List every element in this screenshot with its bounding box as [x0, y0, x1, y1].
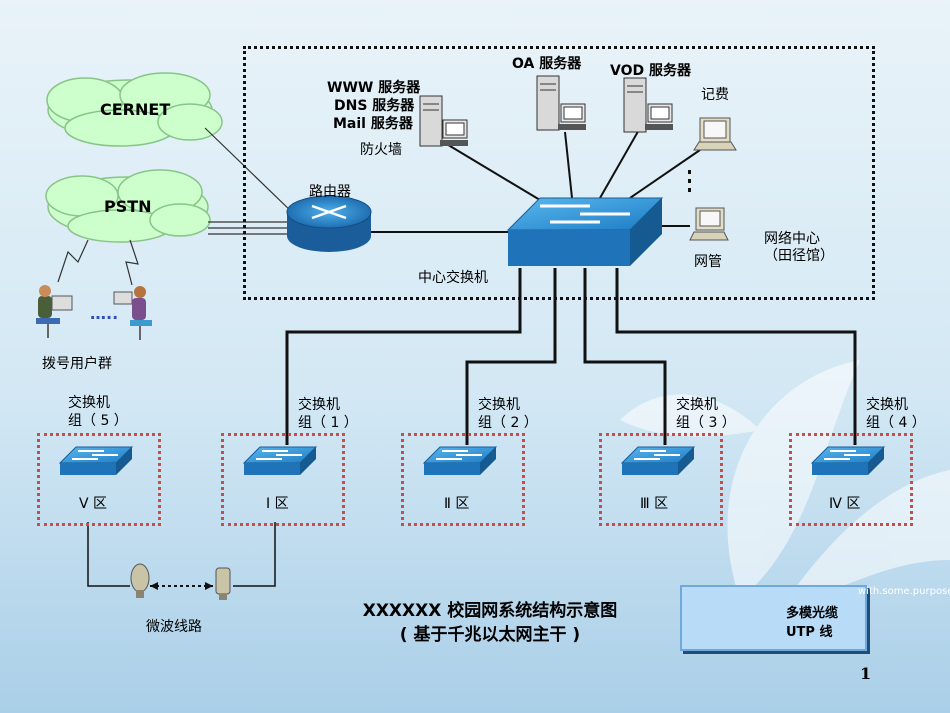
microwave-dish-right-icon [215, 567, 231, 600]
wan-links [57, 127, 296, 286]
zone-2-box [401, 433, 525, 526]
pstn-label: PSTN [104, 197, 152, 216]
decorative-petals [620, 360, 950, 610]
cernet-label: CERNET [100, 100, 171, 119]
vod-server-label: VOD 服务器 [610, 63, 691, 79]
zone-1-box [221, 433, 345, 526]
group-2-title-line1: 交换机 [478, 397, 520, 413]
network-center-label: 网络中心 [764, 231, 820, 247]
core-links [370, 127, 701, 233]
legend-box [680, 585, 867, 651]
zone-3-label: Ⅲ 区 [640, 496, 669, 512]
diagram-title: XXXXXX 校园网系统结构示意图 [362, 601, 618, 621]
billing-label: 记费 [701, 87, 729, 103]
zone-2-label: Ⅱ 区 [444, 496, 470, 512]
network-management-label: 网管 [694, 254, 722, 270]
watermark-text: with.some.purpose [858, 586, 950, 597]
microwave-links [87, 522, 276, 587]
cernet-cloud [46, 72, 223, 147]
access-switch-icon-zone-5 [58, 446, 134, 475]
mail-server-label: Mail 服务器 [333, 116, 413, 132]
group-2-title-line2: 组（ 2 ） [478, 415, 538, 431]
router-label: 路由器 [309, 184, 351, 200]
legend-utp-label: UTP 线 [786, 625, 833, 640]
access-switch-icon-zone-2 [422, 446, 498, 475]
page-number: 1 [860, 664, 872, 683]
router-icon [286, 195, 372, 252]
core-switch-label: 中心交换机 [418, 270, 488, 286]
firewall-label: 防火墙 [360, 142, 402, 158]
zone-4-box [789, 433, 913, 526]
pstn-cloud [45, 169, 211, 243]
dns-server-label: DNS 服务器 [334, 98, 415, 114]
group-1-title-line2: 组（ 1 ） [298, 415, 358, 431]
dialup-users-label: 拨号用户群 [42, 356, 112, 372]
fiber-trunks [285, 268, 857, 445]
group-5-title-line2: 组（ 5 ） [68, 413, 128, 429]
access-switch-icon-zone-3 [620, 446, 696, 475]
www-dns-mail-server-icon [419, 95, 468, 147]
zone-3-box [599, 433, 723, 526]
microwave-dish-left-icon [130, 563, 150, 598]
zone-5-box [37, 433, 161, 526]
dialup-users-icon [36, 285, 152, 340]
group-4-title-line2: 组（ 4 ） [866, 415, 926, 431]
vertical-ellipsis-icon [688, 170, 691, 192]
oa-server-icon [536, 75, 586, 131]
zone-1-label: Ⅰ 区 [266, 496, 289, 512]
core-switch-icon [506, 197, 664, 266]
group-4-title-line1: 交换机 [866, 397, 908, 413]
zone-5-label: Ⅴ 区 [79, 496, 108, 512]
arrow-left-icon [150, 582, 158, 590]
network-management-pc-icon [689, 207, 729, 241]
group-1-title-line1: 交换机 [298, 397, 340, 413]
arrow-right-icon [205, 582, 213, 590]
zone-4-label: Ⅳ 区 [829, 496, 861, 512]
network-center-location-label: （田径馆） [764, 248, 834, 264]
legend-fiber-label: 多模光缆 [786, 606, 839, 621]
group-3-title-line1: 交换机 [676, 397, 718, 413]
vod-server-icon [623, 77, 673, 133]
billing-pc-icon [693, 117, 737, 151]
access-switch-icon-zone-4 [810, 446, 886, 475]
microwave-label: 微波线路 [146, 619, 202, 635]
dialup-ellipsis: ….. [90, 304, 119, 323]
group-5-title-line1: 交换机 [68, 395, 110, 411]
network-center-boundary [243, 46, 875, 300]
oa-server-label: OA 服务器 [512, 56, 582, 72]
access-switch-icon-zone-1 [242, 446, 318, 475]
diagram-subtitle: ( 基于千兆以太网主干 ) [399, 625, 581, 645]
www-server-label: WWW 服务器 [327, 80, 421, 96]
group-3-title-line2: 组（ 3 ） [676, 415, 736, 431]
